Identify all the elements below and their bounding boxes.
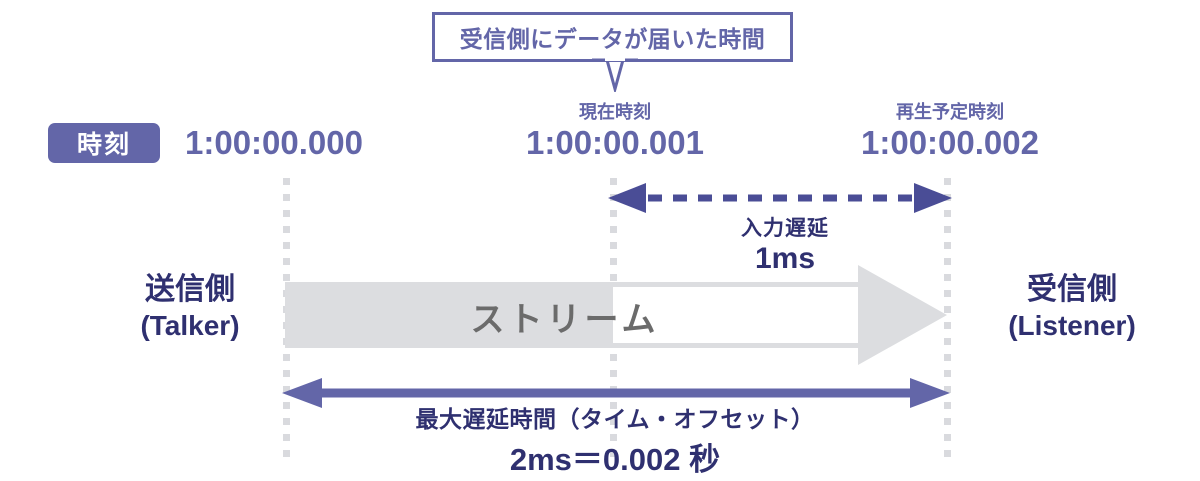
endpoint-listener-en: (Listener) (1008, 309, 1136, 341)
time-badge: 時刻 (48, 123, 160, 163)
endpoint-talker-jp: 送信側 (145, 273, 235, 306)
input-delay-arrow-icon (608, 183, 952, 213)
time-caption-playback: 再生予定時刻 (896, 102, 1004, 122)
max-delay-label: 最大遅延時間（タイム・オフセット） 2ms＝0.002 秒 (285, 400, 945, 479)
time-value-playback: 1:00:00.002 (861, 124, 1039, 161)
callout-bubble: 受信側にデータが届いた時間 (432, 12, 793, 62)
endpoint-talker-en: (Talker) (140, 309, 240, 341)
stream-label: ストリーム (470, 301, 660, 339)
time-value-current: 1:00:00.001 (526, 124, 704, 161)
time-value-start: 1:00:00.000 (185, 124, 363, 161)
endpoint-talker: 送信側 (Talker) (90, 272, 290, 343)
max-delay-title: 最大遅延時間（タイム・オフセット） (415, 406, 815, 432)
input-delay-title: 入力遅延 (741, 217, 829, 240)
max-delay-value: 2ms＝0.002 秒 (509, 442, 721, 477)
endpoint-listener-jp: 受信側 (1027, 273, 1117, 306)
callout-tail-icon (592, 58, 638, 92)
max-delay-arrow-icon (282, 378, 950, 408)
input-delay-value: 1ms (754, 242, 816, 275)
time-caption-current: 現在時刻 (579, 102, 651, 122)
guide-line-playback (944, 178, 951, 458)
endpoint-listener: 受信側 (Listener) (952, 272, 1192, 343)
stream-arrow-icon (285, 265, 947, 365)
input-delay-label: 入力遅延 1ms (620, 212, 950, 276)
callout-text: 受信側にデータが届いた時間 (459, 26, 766, 52)
